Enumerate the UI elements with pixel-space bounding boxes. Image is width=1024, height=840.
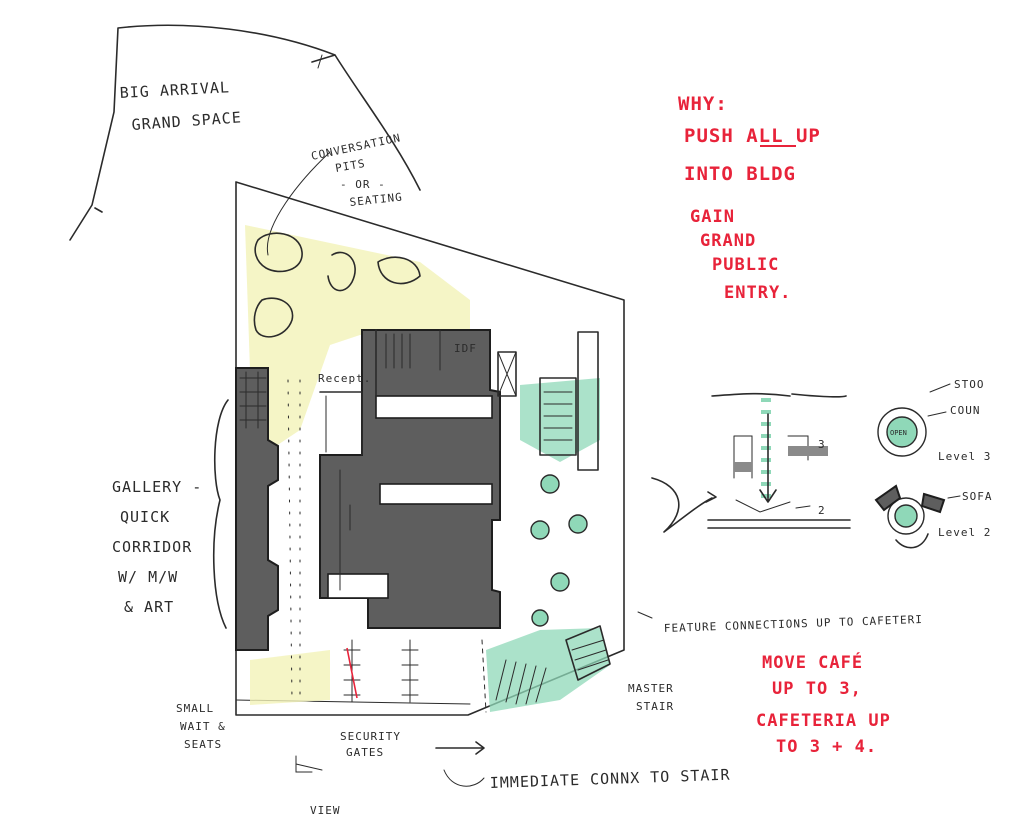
label-pits-4: SEATING (349, 190, 403, 209)
note-why-2: PUSH ALL UP (684, 125, 821, 147)
label-master-2: STAIR (636, 700, 674, 713)
section-detail (707, 392, 851, 529)
label-gallery-3: CORRIDOR (112, 538, 192, 556)
label-wait-3: SEATS (184, 738, 222, 751)
label-plan-counter: COUN (950, 404, 981, 417)
core-building (319, 329, 501, 629)
note-gain-1: GAIN (690, 207, 735, 227)
label-gallery-2: QUICK (120, 508, 170, 526)
gallery-bracket (212, 399, 229, 629)
note-why-1: WHY: (678, 93, 728, 115)
corridor-dots (287, 379, 301, 701)
note-move-1: MOVE CAFÉ (762, 651, 863, 673)
master-stair (481, 625, 611, 713)
conversation-pits (253, 232, 421, 338)
label-section-level2: 2 (818, 504, 826, 517)
note-move-2: UP TO 3, (772, 679, 862, 699)
reception-desk (319, 391, 363, 456)
label-gallery-4: W/ M/W (118, 568, 178, 586)
arrival-plaza-outline (69, 24, 421, 241)
label-gallery-1: GALLERY - (112, 478, 202, 496)
entry-arrow (266, 151, 331, 773)
feature-arrow (637, 477, 717, 619)
label-immediate: IMMEDIATE CONNX TO STAIR (490, 766, 731, 792)
security-gates (343, 639, 419, 703)
entry-yellow-wash (245, 225, 470, 705)
label-pits-2: PITS (334, 157, 366, 175)
immediate-connection-arrow (435, 741, 485, 787)
note-why-3: INTO BLDG (684, 163, 796, 185)
stair-cores (497, 331, 599, 471)
note-gain-2: GRAND (700, 231, 756, 251)
plan-detail-level2 (874, 484, 961, 549)
label-recept: Recept. (318, 372, 371, 385)
label-plan-sofa: SOFA (962, 490, 993, 503)
gallery-strip (235, 367, 279, 651)
label-plan-open: OPEN (890, 429, 907, 437)
label-plan-level2: Level 2 (938, 526, 991, 539)
note-move-3: CAFETERIA UP (756, 711, 891, 731)
label-plan-level3: Level 3 (938, 450, 991, 463)
label-view: VIEW (310, 804, 341, 817)
cafe-seating (530, 474, 588, 627)
note-gain-3: PUBLIC (712, 255, 779, 275)
label-gallery-5: & ART (124, 598, 174, 616)
label-wait-2: WAIT & (180, 720, 226, 733)
label-idf: IDF (454, 342, 477, 355)
label-feature: FEATURE CONNECTIONS UP TO CAFETERI (664, 613, 923, 635)
label-arrival-2: GRAND SPACE (131, 108, 242, 134)
note-gain-4: ENTRY. (724, 283, 791, 303)
label-master-1: MASTER (628, 682, 674, 695)
label-security-2: GATES (346, 746, 384, 759)
label-section-level3: 3 (818, 438, 826, 451)
plan-detail-level3 (877, 383, 951, 457)
note-move-4: TO 3 + 4. (776, 737, 877, 757)
label-pits-3: - OR - (340, 178, 386, 191)
label-wait-1: SMALL (176, 702, 214, 715)
label-plan-stools: STOO (954, 378, 985, 391)
label-security-1: SECURITY (340, 730, 401, 743)
label-arrival-1: BIG ARRIVAL (119, 78, 230, 102)
